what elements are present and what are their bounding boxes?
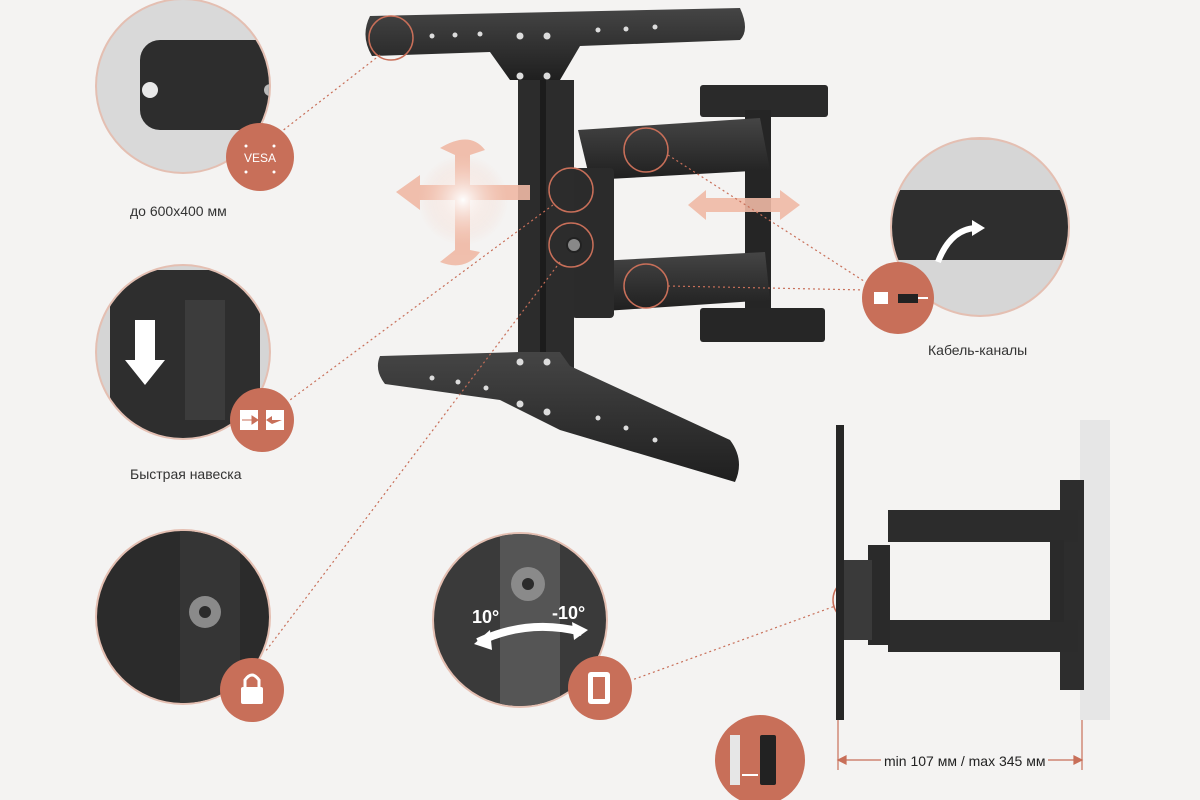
vesa-badge-icon: [226, 123, 294, 191]
detail-cable: [862, 137, 1070, 334]
quick-mount-caption: Быстрая навеска: [130, 466, 242, 482]
detail-depth: [715, 715, 805, 800]
callout-top-hole: [368, 15, 414, 61]
callout-cable-top: [623, 127, 669, 173]
depth-range-caption: min 107 мм / max 345 мм: [881, 753, 1049, 769]
quick-mount-icon: [230, 388, 294, 452]
detail-vesa: VESA: [95, 0, 294, 191]
callout-hinge: [548, 167, 594, 213]
tilt-left-label: 10°: [472, 607, 499, 627]
connector-lines: [264, 54, 871, 681]
cable-channels-caption: Кабель-каналы: [928, 342, 1028, 358]
detail-tilt: 10° -10°: [432, 532, 632, 720]
detail-quick-mount: [95, 264, 294, 452]
tilt-right-label: -10°: [552, 603, 585, 623]
detail-lock: [95, 529, 284, 722]
side-view: [836, 420, 1110, 720]
movement-arrows: [396, 139, 800, 266]
vesa-caption: до 600x400 мм: [130, 203, 227, 219]
vesa-badge-label: VESA: [244, 151, 276, 165]
callout-lock: [548, 222, 594, 268]
main-bracket: [365, 8, 828, 482]
